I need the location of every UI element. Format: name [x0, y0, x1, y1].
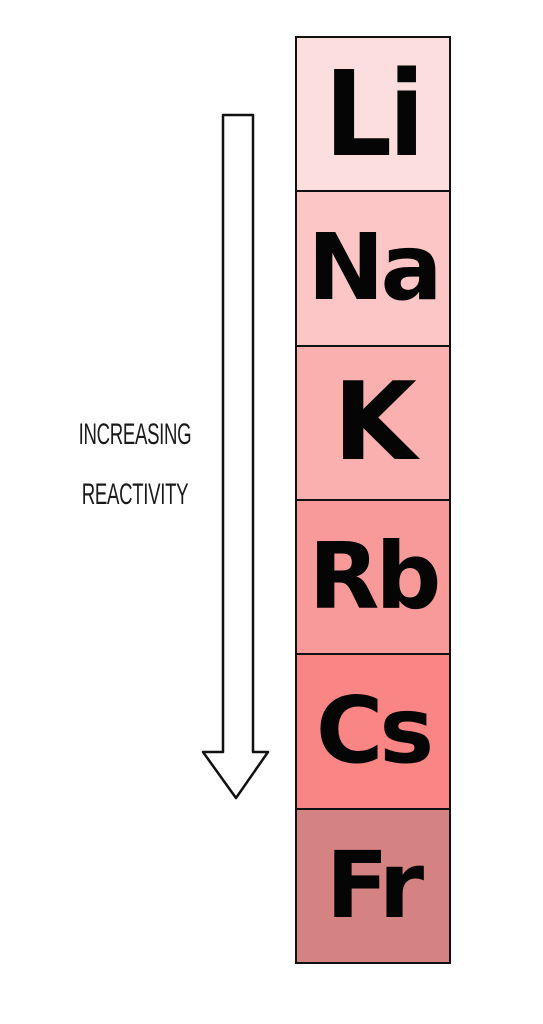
element-cell-na: Na	[297, 190, 449, 345]
element-symbol: Cs	[315, 677, 434, 785]
element-symbol: Rb	[308, 523, 442, 631]
element-symbol: Na	[307, 214, 442, 322]
alkali-metal-column: Li Na K Rb Cs Fr	[295, 36, 451, 964]
element-symbol: Li	[324, 45, 425, 184]
element-cell-rb: Rb	[297, 498, 449, 654]
element-cell-li: Li	[297, 38, 449, 191]
element-cell-cs: Cs	[297, 653, 449, 808]
element-cell-fr: Fr	[297, 807, 449, 962]
label-reactivity: REACTIVITY	[81, 478, 189, 511]
element-symbol: K	[333, 359, 417, 485]
element-symbol: Fr	[325, 831, 424, 939]
label-increasing: INCREASING	[78, 418, 192, 451]
element-cell-k: K	[297, 344, 449, 499]
